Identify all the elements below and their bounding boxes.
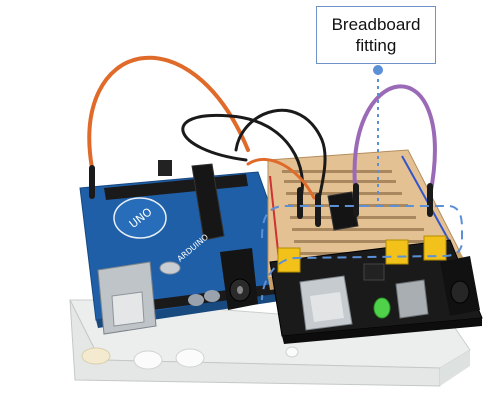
breadboard-ic <box>327 191 359 231</box>
barrel-jack-icon <box>220 248 258 310</box>
orange-wire <box>87 55 250 170</box>
purple-wire <box>352 84 437 198</box>
callout-line-1: Breadboard <box>331 15 421 34</box>
black-wire-1 <box>234 109 327 207</box>
callout-anchor-dot <box>373 65 383 75</box>
callout-label: Breadboard fitting <box>316 6 436 64</box>
usb-b-port-icon <box>97 261 157 335</box>
breadboard-fitting-highlight <box>261 65 463 301</box>
power-supply-module <box>269 235 483 344</box>
jumper-wires <box>87 55 437 227</box>
callout-line-2: fitting <box>355 36 397 55</box>
orange-wire-2 <box>246 157 316 200</box>
black-wire-2 <box>181 113 304 202</box>
